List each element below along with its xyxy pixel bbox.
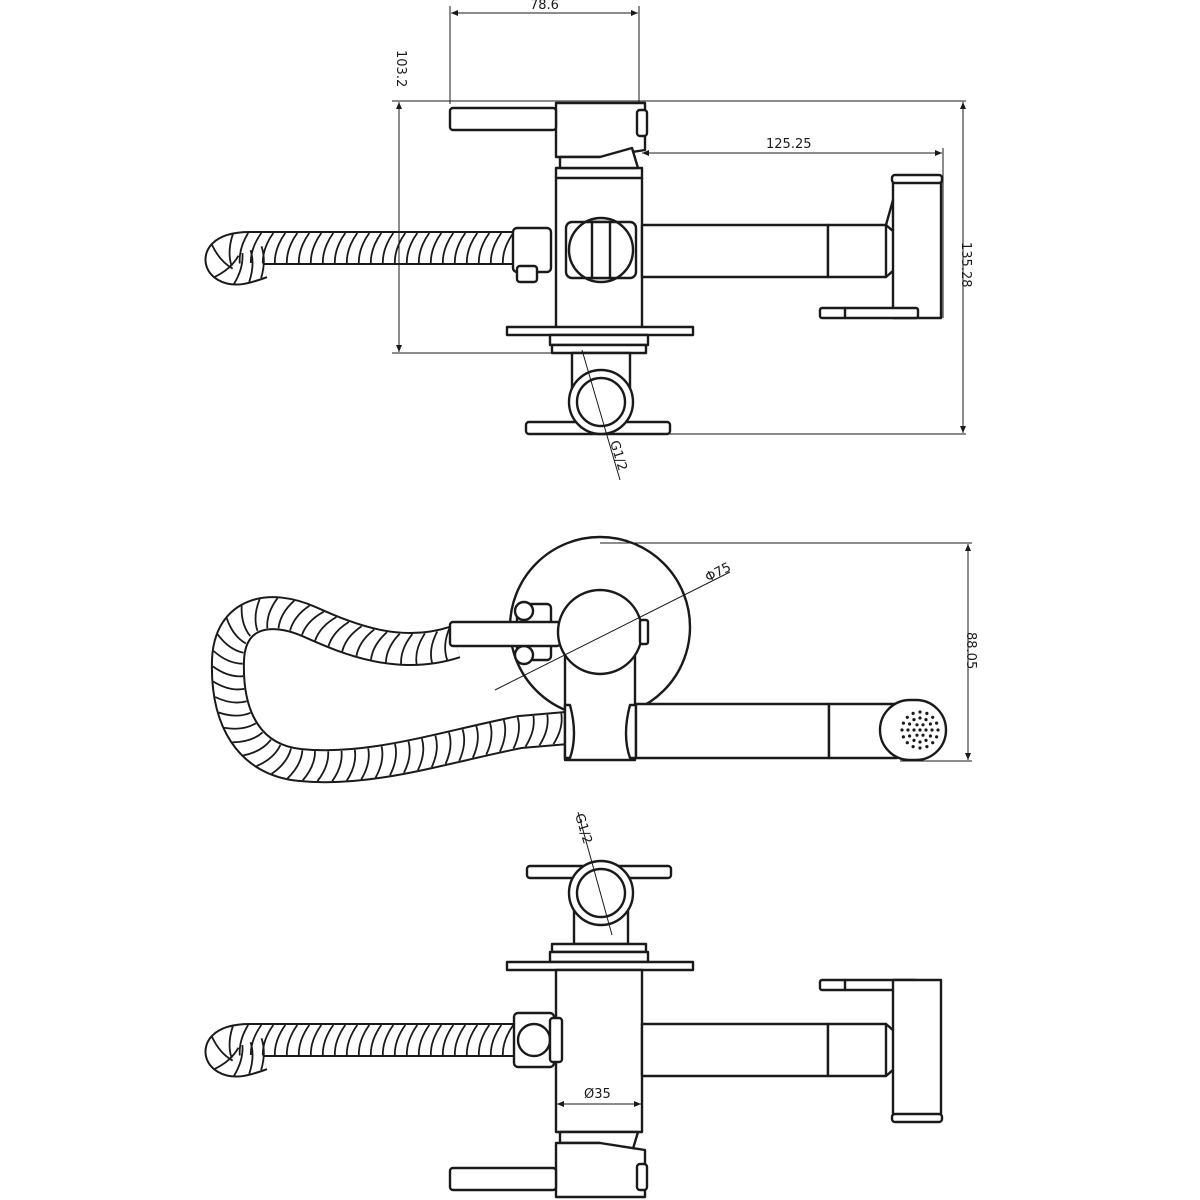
dim-spout-reach: 125.25 bbox=[766, 137, 812, 152]
top-view bbox=[204, 101, 944, 481]
dim-top-width: 78.6 bbox=[530, 0, 559, 13]
pipe-connector bbox=[567, 859, 635, 927]
hand-shower bbox=[891, 178, 943, 320]
dim-top-height: 103.2 bbox=[393, 50, 408, 87]
dim-body-diameter: Ø35 bbox=[584, 1087, 611, 1102]
dim-front-height: 88.05 bbox=[963, 632, 978, 669]
pipe-connector bbox=[567, 368, 635, 436]
dim-thread-top: G1/2 bbox=[606, 439, 629, 473]
bottom-view: G1/2 Ø35 bbox=[204, 812, 944, 1199]
hand-shower bbox=[891, 978, 943, 1120]
lever-handle bbox=[554, 1141, 647, 1199]
spout bbox=[640, 1022, 830, 1078]
mixer-cap bbox=[556, 588, 644, 676]
dim-total-height: 135.28 bbox=[958, 242, 973, 288]
front-view bbox=[210, 535, 948, 784]
spout bbox=[634, 702, 831, 760]
spout bbox=[640, 223, 830, 279]
mixer-body bbox=[554, 968, 644, 1134]
hose bbox=[204, 1023, 515, 1078]
hose bbox=[210, 596, 569, 784]
shower-nozzles bbox=[900, 710, 940, 750]
top-dimensions: 78.6 103.2 125.25 135.28 G1/2 bbox=[392, 0, 973, 473]
dim-thread-bottom: G1/2 bbox=[571, 812, 594, 846]
dim-flange-diameter: Φ75 bbox=[703, 560, 734, 586]
hose bbox=[204, 231, 515, 286]
